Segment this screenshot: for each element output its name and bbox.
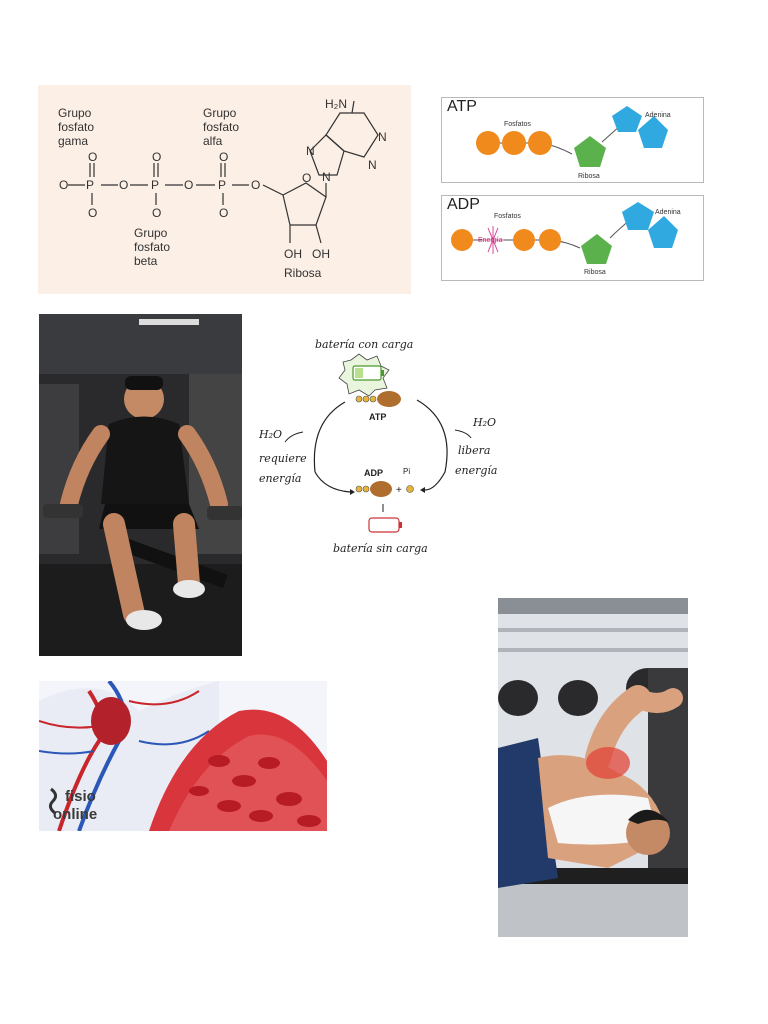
adp-phosphate-2 (539, 229, 561, 251)
charged-battery-icon (338, 353, 390, 397)
phosphate-2 (502, 131, 526, 155)
svg-text:N: N (368, 158, 377, 172)
releases-label: libera (458, 444, 490, 457)
gym-photo-arm-pain (498, 598, 688, 937)
ribose-pentagon (574, 136, 606, 167)
gym-photo-illustration-2 (498, 598, 688, 937)
releases-energy-label: energía (455, 464, 497, 477)
svg-text:O: O (88, 206, 97, 220)
atp-molecule-graphic (476, 106, 668, 167)
adp-molecule-graphic (451, 202, 678, 264)
heart-icon (91, 697, 131, 745)
adp-phosphate-1 (513, 229, 535, 251)
atp-ribose-label: Ribosa (578, 173, 600, 180)
ribose-label: Ribosa (284, 266, 322, 280)
adenine-ring-2 (638, 116, 668, 148)
phosphate-1 (476, 131, 500, 155)
svg-text:O: O (59, 178, 68, 192)
adp-phosphates-label: Fosfatos (494, 213, 521, 220)
svg-text:P: P (218, 178, 226, 192)
gym-photo-seated-dumbbell (39, 314, 242, 656)
hydroxyl-label-1: OH (284, 247, 302, 261)
svg-text:N: N (378, 130, 387, 144)
svg-text:O: O (152, 150, 161, 164)
atp-phosphates-label: Fosfatos (504, 121, 531, 128)
svg-text:O: O (302, 171, 311, 185)
svg-text:O: O (219, 206, 228, 220)
svg-text:online: online (53, 806, 97, 823)
empty-battery-icon (368, 517, 402, 533)
empty-battery-label: batería sin carga (333, 542, 428, 555)
adp-adenine-ring-2 (648, 216, 678, 248)
energy-burst-icon (482, 226, 504, 254)
circulation-illustration: fisio online (39, 681, 327, 831)
svg-text:O: O (119, 178, 128, 192)
atp-schematic: ATP Fosfatos Ribosa Adenina (441, 97, 704, 183)
plus-sign: + (396, 485, 402, 496)
adp-ribose-label: Ribosa (584, 269, 606, 276)
blood-circulation-image: fisio online (39, 681, 327, 831)
fisio-online-logo: fisio online (48, 787, 97, 823)
adp-label: ADP (364, 468, 383, 478)
phosphate-3 (528, 131, 552, 155)
adp-title: ADP (447, 196, 480, 213)
amine-label: H₂N (325, 97, 347, 111)
adp-adenine-label: Adenina (655, 209, 681, 216)
adp-adenine-ring-1 (622, 202, 654, 230)
requires-label: requiere (259, 452, 307, 465)
atp-molecule-icon (355, 391, 401, 407)
svg-text:N: N (306, 144, 315, 158)
atp-adp-battery-cycle: batería con carga ATP H₂O requiere energ… (255, 332, 505, 562)
atp-title: ATP (447, 98, 477, 115)
svg-text:N: N (322, 170, 331, 184)
svg-text:P: P (86, 178, 94, 192)
adp-ribose-pentagon (581, 234, 612, 264)
adp-schematic: ADP Fosfatos Energía Ribosa Adenina (441, 195, 704, 281)
svg-text:P: P (151, 178, 159, 192)
pain-highlight (586, 747, 630, 779)
hydroxyl-label-2: OH (312, 247, 330, 261)
charged-battery-label: batería con carga (315, 338, 413, 351)
cycle-diagram: batería con carga ATP H₂O requiere energ… (258, 338, 497, 555)
requires-energy-label: energía (259, 472, 301, 485)
right-h2o-label: H₂O (472, 416, 496, 429)
svg-text:fisio: fisio (65, 788, 96, 805)
gym-photo-illustration (39, 314, 242, 656)
atp-adenine-label: Adenina (645, 112, 671, 119)
released-phosphate (451, 229, 473, 251)
svg-text:O: O (152, 206, 161, 220)
atp-label: ATP (369, 412, 386, 422)
svg-text:O: O (184, 178, 193, 192)
svg-text:O: O (251, 178, 260, 192)
adp-energy-label: Energía (478, 237, 503, 244)
adp-molecule-icon (355, 481, 392, 497)
adenine-ring-1 (612, 106, 642, 132)
left-h2o-label: H₂O (258, 428, 282, 441)
svg-text:O: O (88, 150, 97, 164)
atp-skeletal-formula: O P O P O P O O O O O O O O N N N N (59, 100, 387, 244)
phosphate-icon (406, 485, 414, 493)
pi-label: Pi (403, 467, 410, 476)
svg-text:O: O (219, 150, 228, 164)
